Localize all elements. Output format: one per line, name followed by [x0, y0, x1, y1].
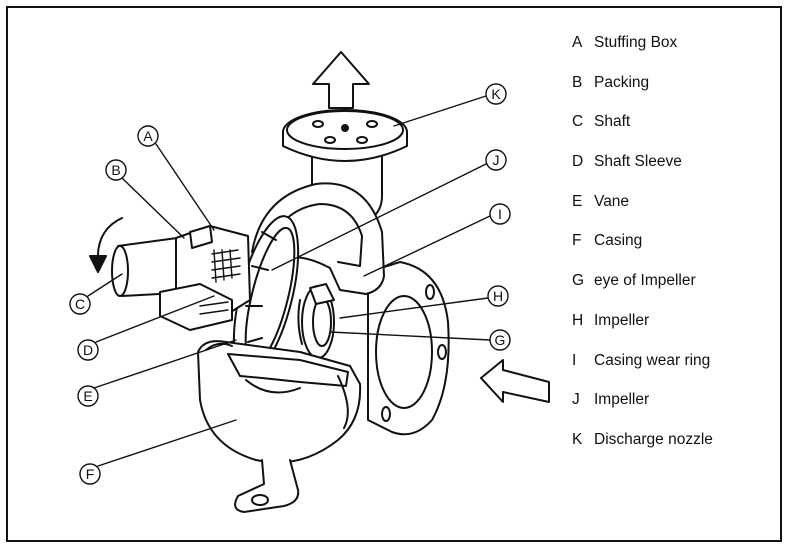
- legend-item: E Vane: [572, 193, 782, 233]
- legend-code: I: [572, 351, 577, 369]
- callout-j: J: [485, 149, 507, 171]
- svg-text:F: F: [86, 466, 95, 482]
- legend-code: J: [572, 391, 580, 409]
- callout-c: C: [69, 293, 91, 315]
- legend-item: I Casing wear ring: [572, 352, 782, 392]
- legend-label: Discharge nozzle: [594, 430, 713, 448]
- suction-flange: [367, 261, 450, 436]
- legend-code: D: [572, 153, 584, 171]
- legend-label: Casing: [594, 232, 643, 250]
- pump-foot: [234, 459, 300, 513]
- volute-casing-lower: [197, 340, 362, 464]
- callout-i: I: [489, 203, 511, 225]
- svg-text:A: A: [143, 128, 153, 144]
- legend-item: D Shaft Sleeve: [572, 153, 782, 193]
- callout-e: E: [77, 385, 99, 407]
- callout-k: K: [485, 83, 507, 105]
- impeller-hub: [297, 283, 335, 359]
- legend-code: C: [572, 113, 584, 131]
- svg-text:K: K: [491, 86, 501, 102]
- legend-label: Vane: [594, 192, 630, 210]
- rotation-arrowhead-icon: [89, 255, 107, 273]
- svg-text:E: E: [83, 388, 92, 404]
- callout-b: B: [105, 159, 127, 181]
- legend-label: Shaft Sleeve: [594, 153, 682, 171]
- svg-text:D: D: [83, 342, 93, 358]
- callout-d: D: [77, 339, 99, 361]
- legend-item: B Packing: [572, 74, 782, 114]
- discharge-arrow-icon: [312, 51, 370, 109]
- packing-rings: [199, 249, 241, 315]
- callout-a: A: [137, 125, 159, 147]
- legend-label: Stuffing Box: [594, 34, 678, 51]
- leader-lines: [87, 95, 491, 467]
- svg-text:C: C: [75, 296, 85, 312]
- legend-item: H Impeller: [572, 312, 782, 352]
- svg-text:H: H: [493, 288, 503, 304]
- legend-item: A Stuffing Box: [572, 34, 782, 74]
- legend-item: J Impeller: [572, 391, 782, 431]
- legend-label: Impeller: [594, 391, 650, 409]
- callouts: A B C D E F G H I J K: [69, 83, 511, 485]
- callout-g: G: [489, 329, 511, 351]
- parts-legend: A Stuffing Box B Packing C Shaft D Shaft Sle…: [572, 34, 782, 471]
- legend-item: F Casing: [572, 232, 782, 272]
- suction-arrow-icon: [480, 359, 550, 403]
- legend-label: eye of Impeller: [594, 272, 696, 290]
- legend-label: Shaft: [594, 113, 631, 131]
- callout-f: F: [79, 463, 101, 485]
- legend-label: Casing wear ring: [594, 351, 711, 369]
- legend-code: E: [572, 192, 583, 210]
- legend-label: Packing: [594, 73, 650, 91]
- legend-code: K: [572, 430, 583, 448]
- svg-text:G: G: [495, 332, 506, 348]
- svg-text:J: J: [493, 152, 500, 168]
- legend-item: K Discharge nozzle: [572, 431, 782, 471]
- legend-code: G: [572, 272, 585, 290]
- legend-code: B: [572, 73, 583, 91]
- legend-label: Impeller: [594, 311, 650, 329]
- legend-code: F: [572, 232, 582, 250]
- legend-code: H: [572, 311, 584, 329]
- callout-h: H: [487, 285, 509, 307]
- legend-item: C Shaft: [572, 113, 782, 153]
- svg-text:B: B: [111, 162, 120, 178]
- legend-code: A: [572, 34, 583, 51]
- svg-text:I: I: [498, 206, 502, 222]
